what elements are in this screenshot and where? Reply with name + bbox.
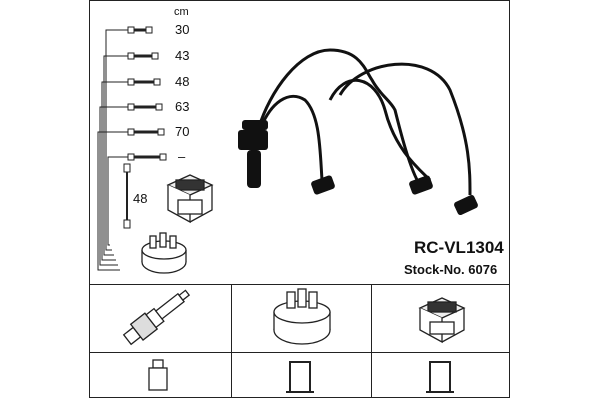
lead-length-1: 30 [175,22,190,37]
lead-length-3: 48 [175,74,190,89]
lead-length-6: – [178,149,186,164]
lead-graphics [123,26,167,229]
lead-length-4: 63 [175,99,190,114]
diagram-frame [89,0,510,398]
column-divider-2 [371,284,372,398]
distributor-terminal-icon [286,361,314,393]
lead-bracket-lines [97,29,128,271]
distributor-small-icon [141,232,187,274]
spark-plug-terminal-icon [148,359,168,391]
ignition-cables [256,48,472,196]
ignition-coil-icon [418,297,466,344]
lead-length-2: 43 [175,48,190,63]
coil-small-icon [166,174,214,224]
part-number: RC-VL1304 [414,238,504,257]
lead-length-5: 70 [175,124,190,139]
coil-terminal-icon [426,361,454,393]
section-divider-bottom [89,352,510,353]
spark-plug-icon [122,289,191,346]
length-unit-label: cm [174,6,189,18]
plug-boot-icon [238,120,268,188]
stock-number: Stock-No. 6076 [404,262,498,277]
column-divider-1 [231,284,232,398]
section-divider-top [89,284,510,285]
coil-terminal-boots [311,175,478,216]
distributor-cap-icon [273,288,331,345]
coil-lead-length: 48 [133,191,148,206]
